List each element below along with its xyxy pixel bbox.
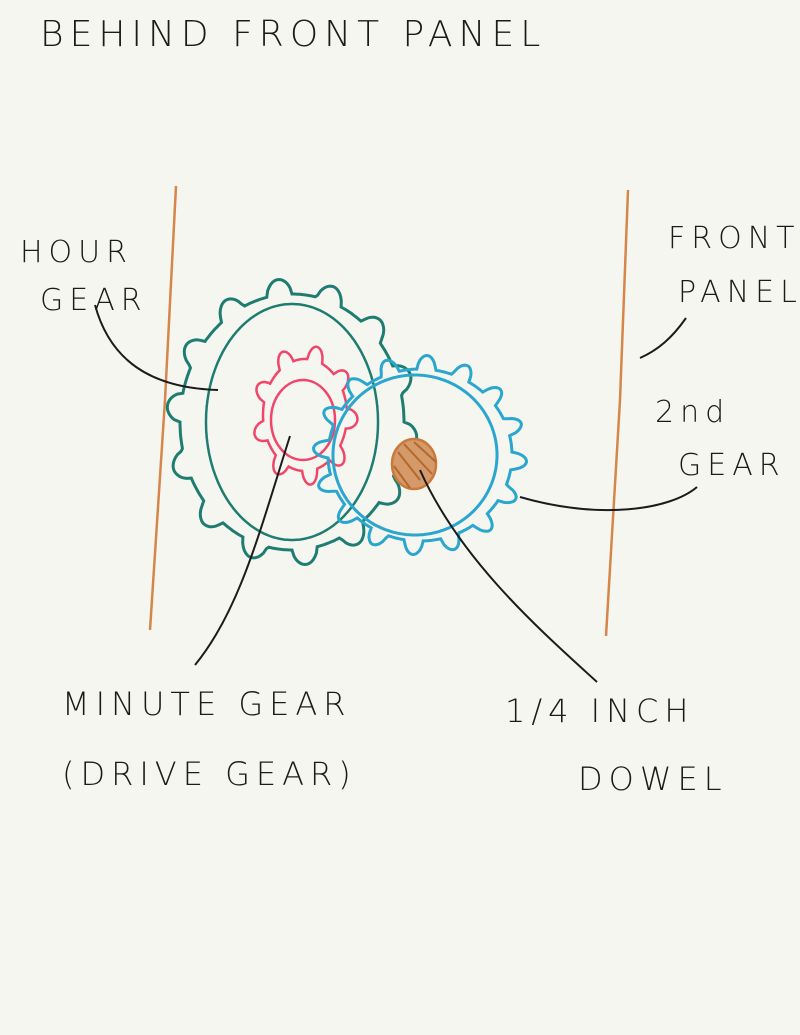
second-gear-leader [519, 486, 698, 511]
hour-gear-label: HOUR GEAR [20, 235, 149, 318]
hour-gear [165, 277, 419, 567]
hour-gear-leader [94, 304, 219, 391]
minute-gear [253, 345, 359, 486]
dowel-label: 1/4 INCH DOWEL [505, 692, 728, 798]
second-gear-label: 2nd GEAR [655, 395, 786, 483]
second-gear [311, 353, 529, 557]
front-panel-leader [639, 317, 687, 359]
second-gear-body [331, 373, 499, 537]
dowel-leader [419, 469, 598, 683]
minute-gear-hub [269, 378, 337, 462]
dowel [390, 437, 438, 491]
front-panel-label: FRONT PANEL [668, 221, 800, 310]
title: BEHIND FRONT PANEL [40, 14, 546, 55]
hour-gear-hub [204, 302, 380, 542]
minute-gear-leader [194, 435, 291, 666]
rear-panel-line [148, 185, 178, 631]
front-panel-line [604, 189, 630, 637]
minute-gear-label: MINUTE GEAR (DRIVE GEAR) [62, 685, 368, 793]
